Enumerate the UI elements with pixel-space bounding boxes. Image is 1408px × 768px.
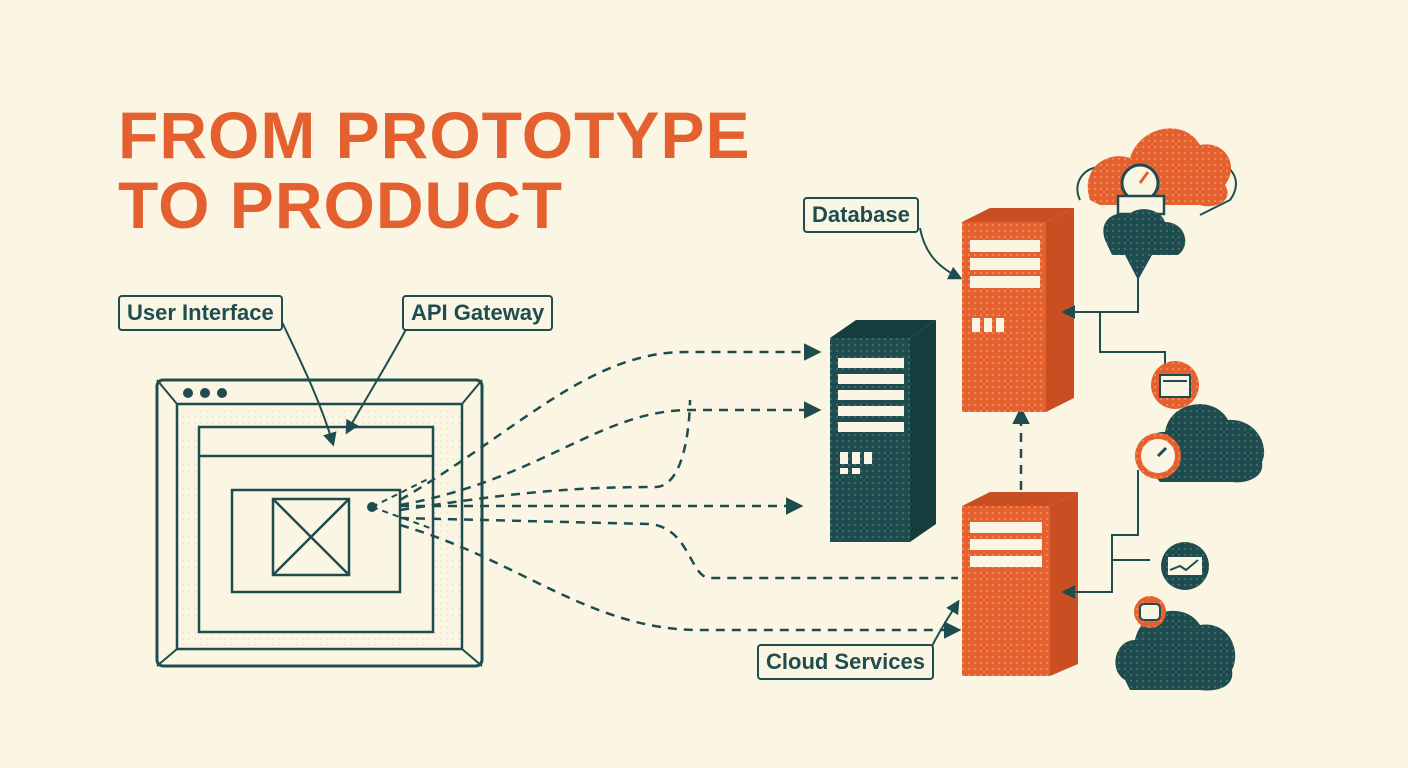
title-line-2: TO PRODUCT: [118, 168, 564, 242]
data-flow-connectors: [399, 343, 1030, 639]
api-gateway-label: API Gateway: [402, 295, 554, 331]
cloud-services-pointer: [930, 599, 960, 649]
browser-window-icon: [155, 378, 484, 668]
user-interface-pointer: [281, 321, 337, 447]
database-cloud-icon: [1103, 209, 1186, 255]
title-line-1: FROM PROTOTYPE: [118, 98, 751, 172]
database-label: Database: [803, 197, 919, 233]
cloud-icon: [1115, 542, 1236, 691]
cloud-server-icon: [962, 492, 1078, 676]
page-title: FROM PROTOTYPE TO PRODUCT: [118, 100, 751, 240]
cloud-icon: [1135, 361, 1265, 483]
server-rack-icon: [830, 320, 936, 542]
database-pointer: [919, 227, 963, 280]
image-placeholder-icon: [271, 497, 351, 577]
cloud-icon: [1087, 128, 1231, 280]
database-server-icon: [962, 208, 1074, 412]
api-gateway-pointer: [345, 321, 411, 435]
user-interface-label: User Interface: [118, 295, 283, 331]
cloud-services-label: Cloud Services: [757, 644, 934, 680]
